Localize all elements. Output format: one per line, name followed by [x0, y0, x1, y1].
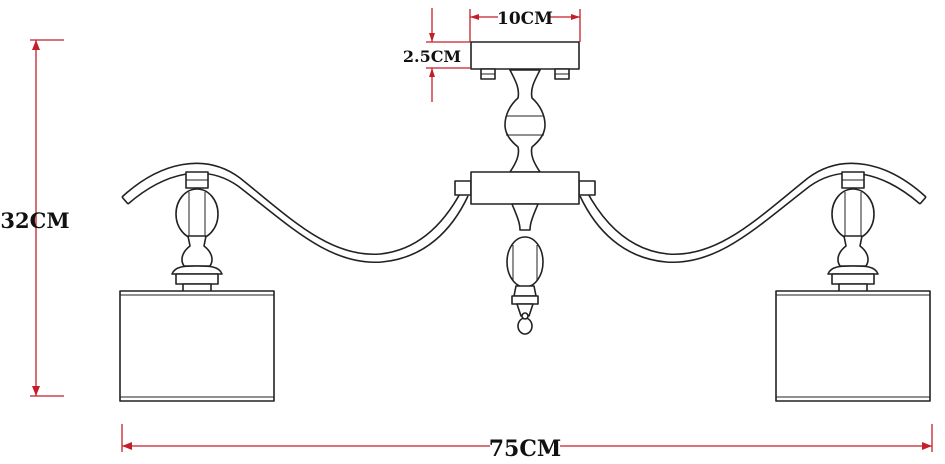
base-width-arrow-right [571, 14, 580, 20]
height-arrow-top [32, 40, 40, 50]
width-dimension [121, 424, 933, 452]
total-width-label: 75CM [489, 436, 561, 462]
upper-stem [504, 69, 546, 173]
chandelier-drawing [119, 41, 931, 402]
height-dimension [30, 39, 64, 397]
base-height-arrow-bottom [429, 68, 435, 77]
right-lamp-shade [775, 290, 931, 402]
width-arrow-left [122, 442, 132, 450]
base-height-arrow-top [429, 33, 435, 42]
lower-finial [506, 203, 544, 335]
left-lamp [119, 171, 275, 402]
ceiling-canopy [470, 41, 580, 80]
height-arrow-bottom [32, 386, 40, 396]
left-arm [121, 162, 469, 263]
width-arrow-right [922, 442, 932, 450]
base-width-arrow-left [470, 14, 479, 20]
base-height-dimension [426, 8, 470, 102]
right-lamp [775, 171, 931, 402]
left-lamp-shade [119, 290, 275, 402]
base-height-label: 2.5CM [403, 47, 461, 66]
base-width-label: 10CM [497, 9, 553, 29]
total-height-label: 32CM [0, 208, 69, 233]
base-width-dimension [469, 9, 581, 42]
central-hub [454, 171, 596, 205]
